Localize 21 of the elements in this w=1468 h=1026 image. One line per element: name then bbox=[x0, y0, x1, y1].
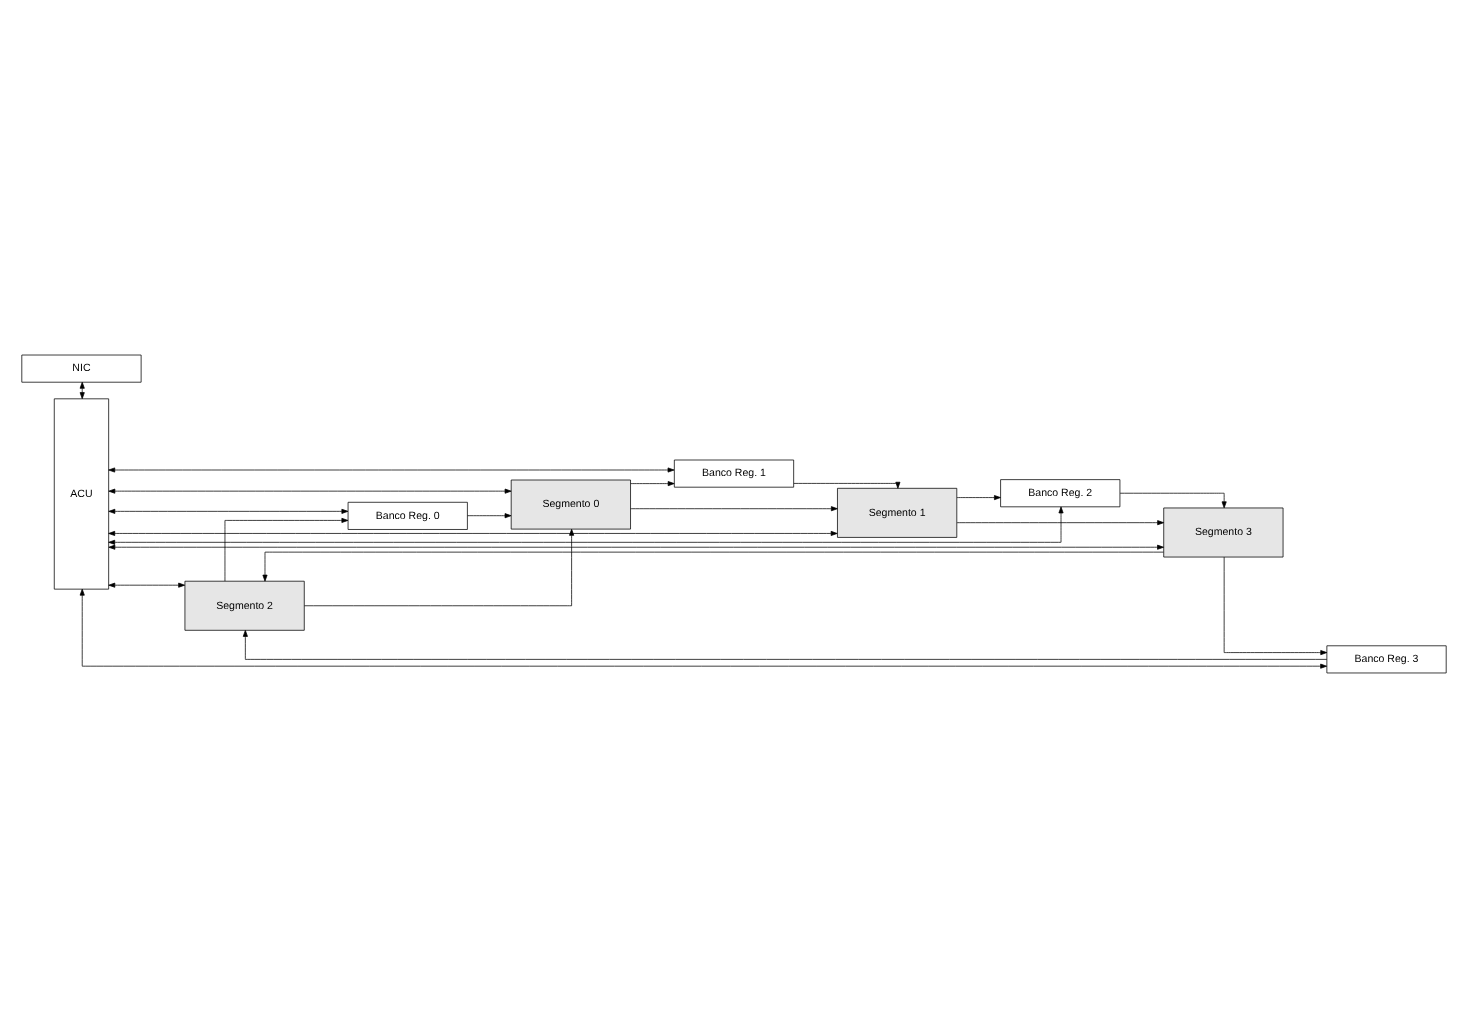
arrow bbox=[108, 529, 838, 535]
arrow bbox=[108, 581, 186, 587]
arrow bbox=[108, 505, 1064, 544]
arrow bbox=[262, 550, 1164, 581]
arrow bbox=[79, 587, 1328, 668]
arrow bbox=[956, 494, 1001, 500]
arrow bbox=[793, 480, 901, 488]
arrow bbox=[1223, 555, 1328, 655]
arrow bbox=[108, 543, 1164, 549]
arrow bbox=[224, 516, 349, 581]
arrow bbox=[108, 466, 675, 472]
arrow bbox=[108, 487, 512, 493]
arrow bbox=[1119, 491, 1227, 508]
arrow bbox=[630, 505, 838, 511]
arrow bbox=[242, 629, 1328, 659]
arrow bbox=[108, 507, 349, 513]
arrow bbox=[630, 480, 675, 486]
arrow bbox=[79, 380, 85, 399]
arrow bbox=[304, 527, 575, 606]
arrow bbox=[467, 512, 512, 518]
arrow bbox=[956, 519, 1165, 525]
